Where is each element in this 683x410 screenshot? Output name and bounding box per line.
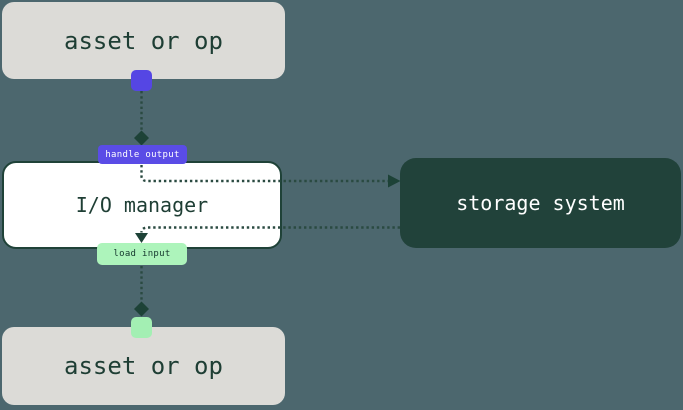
diamond-arrowhead-bottom-icon xyxy=(134,301,149,317)
storage-system-node: storage system xyxy=(400,158,681,248)
diamond-arrowhead-top-icon xyxy=(134,130,149,146)
io-manager-label: I/O manager xyxy=(75,193,209,217)
load-input-badge-label: load input xyxy=(113,249,171,259)
handle-output-badge-label: handle output xyxy=(105,149,180,160)
asset-or-op-bottom-label: asset or op xyxy=(64,352,223,380)
handle-output-badge: handle output xyxy=(98,145,187,164)
asset-or-op-bottom-node: asset or op xyxy=(2,327,285,405)
io-manager-node: I/O manager xyxy=(2,161,282,249)
output-port-square xyxy=(131,70,152,91)
asset-or-op-top-node: asset or op xyxy=(2,2,285,79)
load-input-badge: load input xyxy=(97,243,187,265)
input-port-square xyxy=(131,317,152,338)
arrow-right-icon xyxy=(388,174,401,188)
asset-or-op-top-label: asset or op xyxy=(64,26,223,55)
storage-system-label: storage system xyxy=(456,191,625,215)
